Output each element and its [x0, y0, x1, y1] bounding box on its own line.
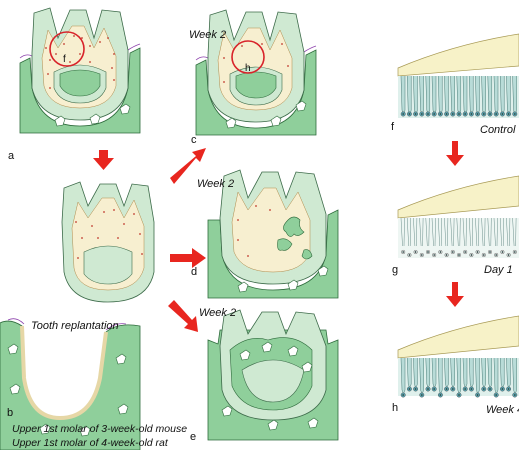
nucleus-dot: [514, 251, 516, 253]
nucleus-dot: [452, 113, 454, 115]
arrow-to-e: [168, 300, 198, 332]
nucleus-dot: [427, 388, 429, 390]
nucleus-dot: [514, 113, 516, 115]
timepoint-e: Week 2: [199, 307, 236, 319]
nucleus-dot: [464, 113, 466, 115]
panel-label-e: e: [190, 431, 196, 443]
nucleus-dot: [458, 254, 460, 256]
nucleus-dot: [489, 113, 491, 115]
procedure-label: Tooth replantation: [31, 320, 119, 332]
nucleus-dot: [502, 251, 504, 253]
nucleus-dot: [409, 388, 411, 390]
nucleus-dot: [508, 388, 510, 390]
arrow-down-a: [93, 150, 114, 170]
condition-day1: Day 1: [484, 264, 513, 276]
nucleus-dot: [409, 113, 411, 115]
nucleus-dot: [471, 113, 473, 115]
nucleus-dot: [409, 254, 411, 256]
arrow-down-g: [446, 282, 464, 307]
nucleus-dot: [446, 388, 448, 390]
nucleus-dot: [508, 254, 510, 256]
nucleus-dot: [433, 388, 435, 390]
nucleus-dot: [483, 388, 485, 390]
nucleus-dot: [415, 251, 417, 253]
nucleus-dot: [464, 388, 466, 390]
condition-control: Control: [480, 124, 515, 136]
nucleus-dot: [433, 254, 435, 256]
nucleus-dot: [477, 251, 479, 253]
panel-label-f: f: [391, 121, 394, 133]
nucleus-dot: [427, 113, 429, 115]
nucleus-dot: [502, 388, 504, 390]
circle-label-h: h: [245, 63, 251, 74]
timepoint-d: Week 2: [197, 178, 234, 190]
nucleus-dot: [452, 251, 454, 253]
nucleus-dot: [464, 251, 466, 253]
circle-label-f: f: [63, 54, 66, 65]
nucleus-dot: [483, 254, 485, 256]
nucleus-dot: [440, 394, 442, 396]
nucleus-dot: [427, 251, 429, 253]
panel-e-tooth: [208, 310, 338, 440]
extracted-tooth: [62, 182, 154, 302]
nucleus-dot: [495, 254, 497, 256]
caption-mouse: Upper 1st molar of 3-week-old mouse: [12, 423, 187, 435]
nucleus-dot: [458, 394, 460, 396]
panel-g-odontoblasts: [398, 176, 519, 258]
nucleus-dot: [489, 251, 491, 253]
nucleus-dot: [471, 388, 473, 390]
arrow-down-f: [446, 141, 464, 166]
nucleus-dot: [446, 113, 448, 115]
condition-week4: Week 4: [486, 404, 519, 416]
nucleus-dot: [495, 394, 497, 396]
panel-label-c: c: [191, 134, 197, 146]
nucleus-dot: [489, 388, 491, 390]
nucleus-dot: [402, 251, 404, 253]
nucleus-dot: [421, 394, 423, 396]
timepoint-c: Week 2: [189, 29, 226, 41]
panel-f-odontoblasts: [398, 34, 519, 118]
nucleus-dot: [446, 254, 448, 256]
nucleus-dot: [421, 113, 423, 115]
nucleus-dot: [415, 113, 417, 115]
nucleus-dot: [477, 113, 479, 115]
panel-h-odontoblasts: [398, 316, 519, 397]
panel-label-b: b: [7, 407, 13, 419]
nucleus-dot: [452, 388, 454, 390]
panel-label-h: h: [392, 402, 398, 414]
nucleus-dot: [421, 254, 423, 256]
nucleus-dot: [415, 388, 417, 390]
nucleus-dot: [458, 113, 460, 115]
panel-label-g: g: [392, 264, 398, 276]
panel-label-d: d: [191, 266, 197, 278]
nucleus-dot: [477, 394, 479, 396]
panel-a-tooth: [20, 8, 140, 133]
panel-label-a: a: [8, 150, 14, 162]
nucleus-dot: [483, 113, 485, 115]
nucleus-dot: [471, 254, 473, 256]
caption-rat: Upper 1st molar of 4-week-old rat: [12, 437, 168, 449]
arrow-to-d: [170, 248, 206, 268]
nucleus-dot: [514, 394, 516, 396]
nucleus-dot: [502, 113, 504, 115]
nucleus-dot: [495, 113, 497, 115]
nucleus-dot: [402, 113, 404, 115]
nucleus-dot: [402, 394, 404, 396]
nucleus-dot: [440, 251, 442, 253]
nucleus-dot: [508, 113, 510, 115]
nucleus-dot: [440, 113, 442, 115]
nucleus-dot: [433, 113, 435, 115]
